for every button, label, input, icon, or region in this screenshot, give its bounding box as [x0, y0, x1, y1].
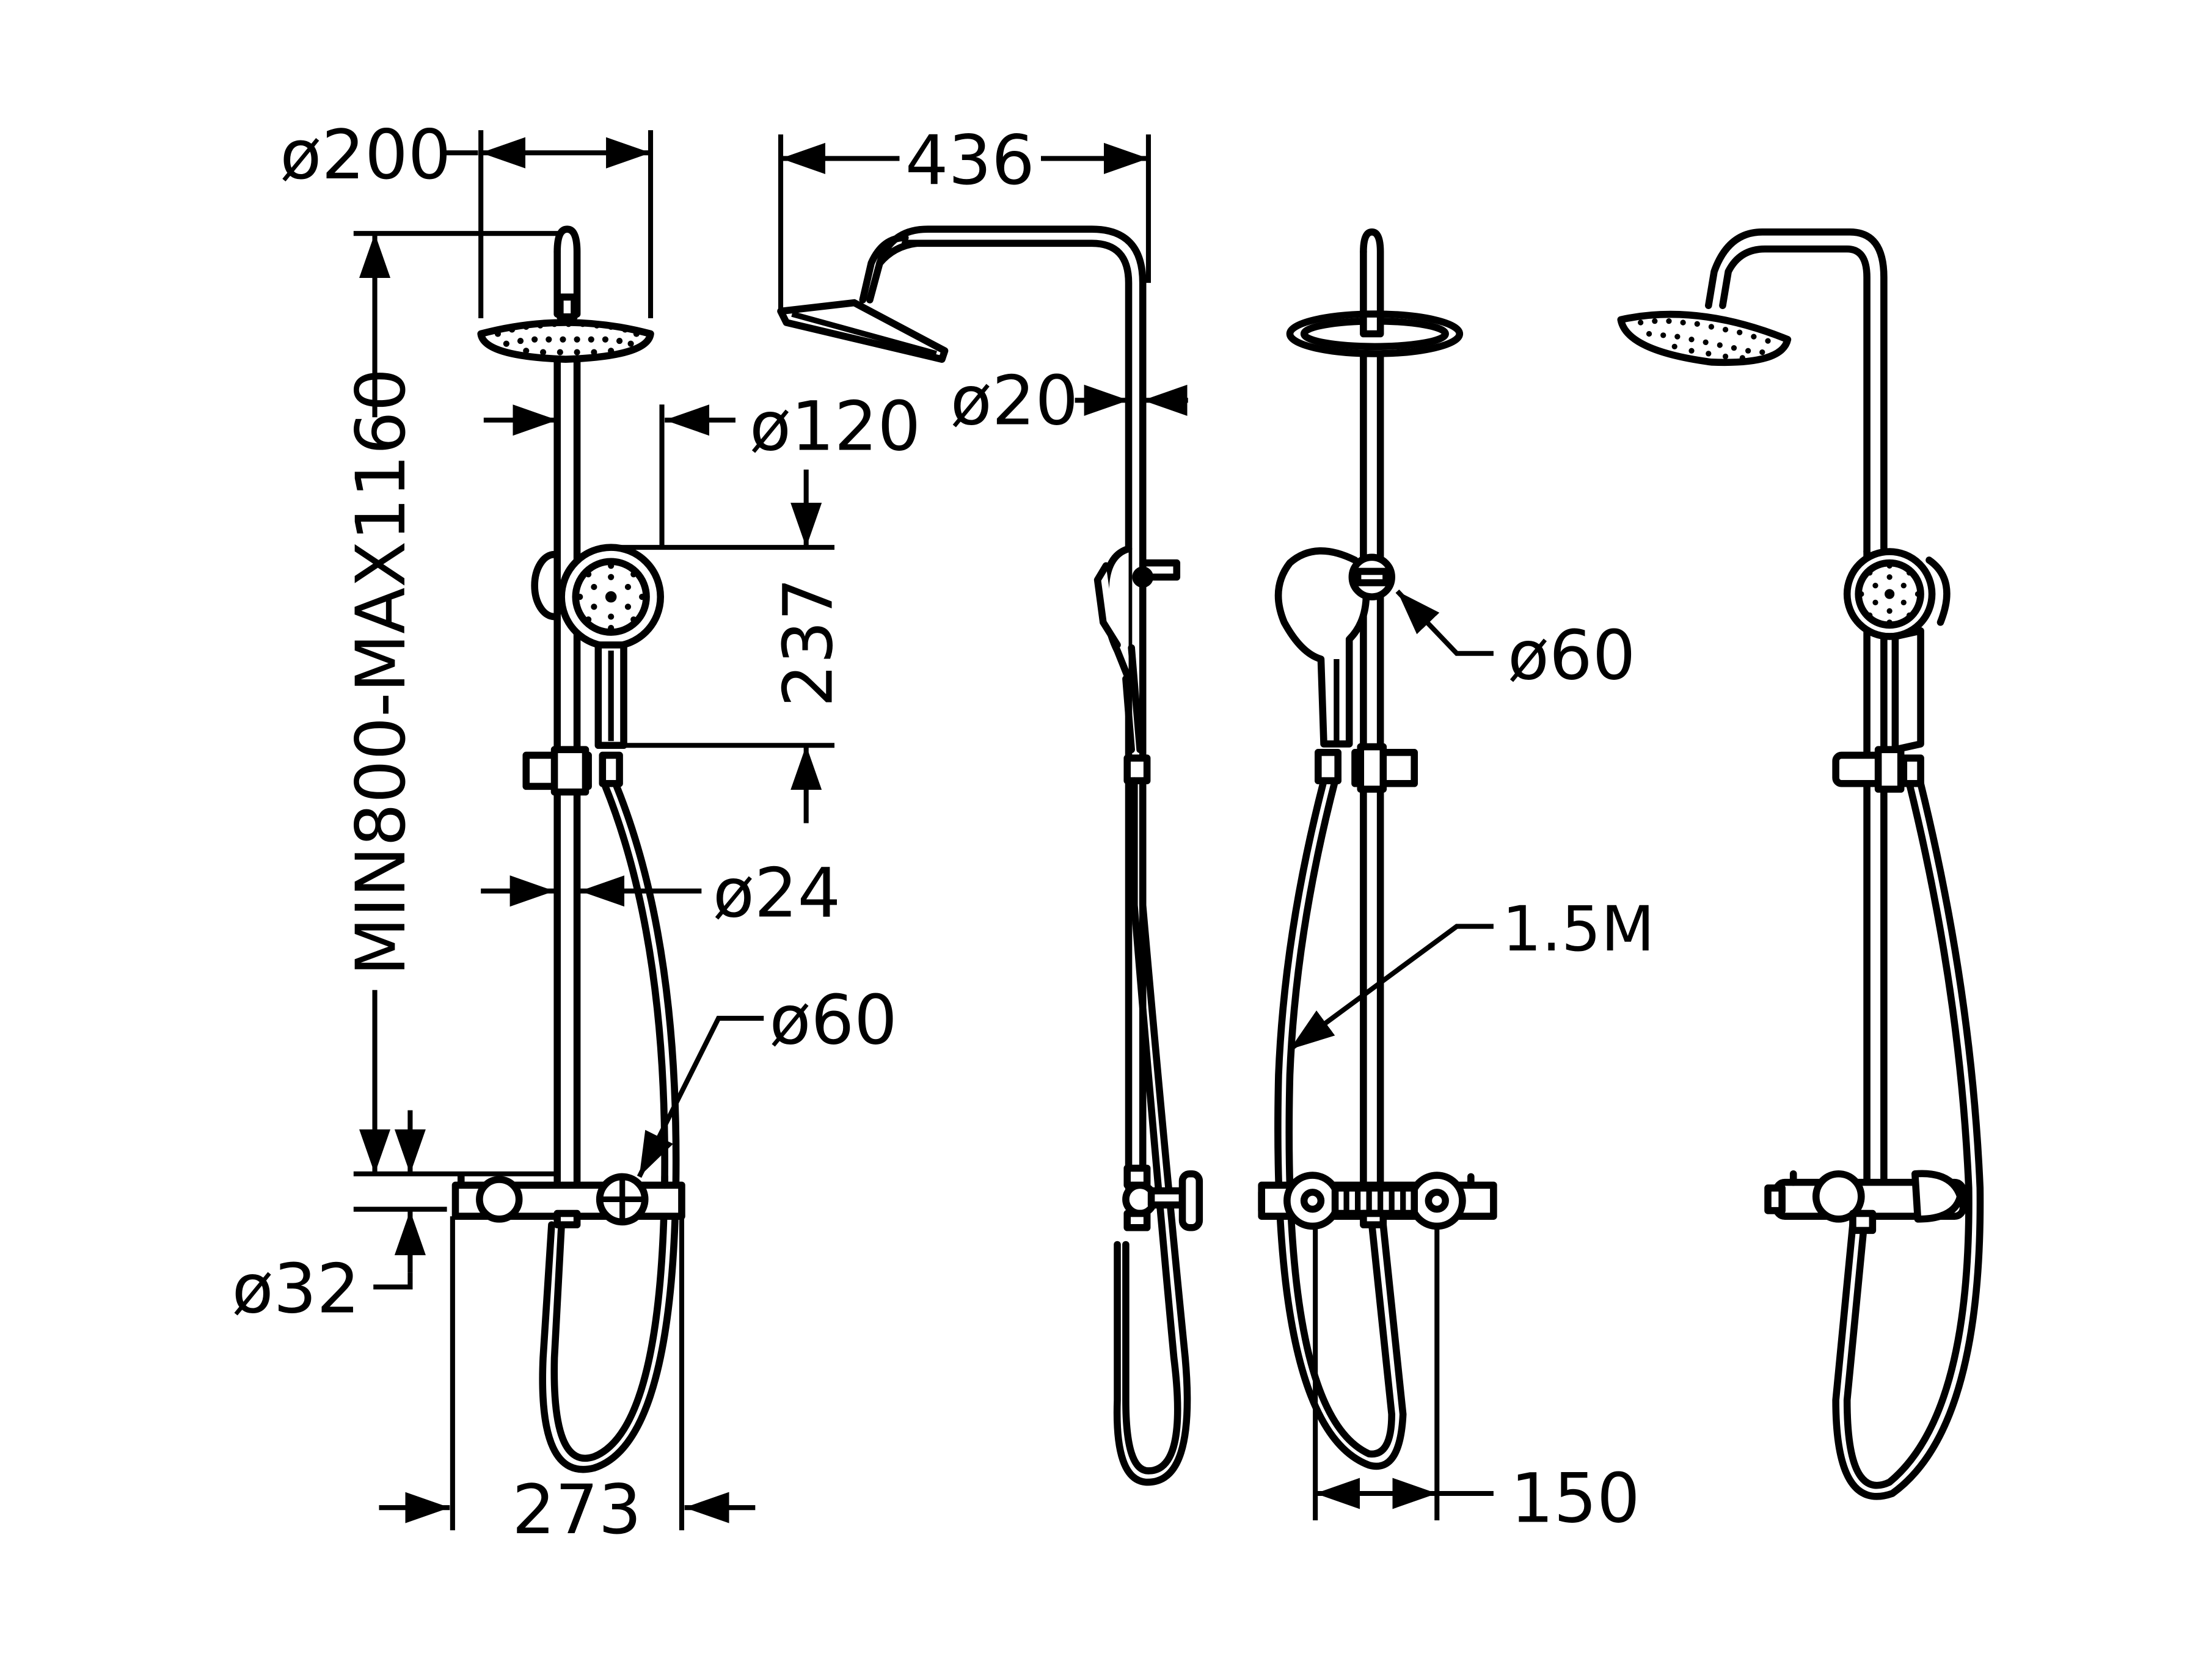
- label-valve-diameter-front: ø60: [769, 982, 897, 1060]
- hand-shower-nozzles: [577, 563, 646, 632]
- label-head-diameter: ø200: [280, 116, 451, 195]
- label-arm-length: 436: [905, 122, 1035, 200]
- rear-view: [1258, 228, 1497, 1470]
- label-rail-height-range: MIN800-MAX1160: [342, 368, 421, 976]
- dimension-lines: [353, 130, 1494, 1531]
- side-view: [777, 225, 1203, 1486]
- label-hand-shower-height: 237: [769, 578, 848, 707]
- label-inlet-spacing: 150: [1511, 1459, 1640, 1538]
- front-view: [451, 225, 685, 1473]
- perspective-view: [1617, 228, 1984, 1500]
- rain-head-nozzles: [494, 321, 640, 356]
- iso-rain-head-nozzles: [1638, 318, 1771, 361]
- label-inlet-diameter: ø32: [232, 1250, 360, 1329]
- dimension-labels: ø200 436 ø20 ø120 237 MIN800-MAX1160 ø24…: [232, 116, 1655, 1550]
- label-mixer-width: 273: [512, 1471, 641, 1550]
- label-hose-length: 1.5M: [1502, 893, 1655, 966]
- label-hand-shower-diameter: ø120: [750, 387, 921, 466]
- label-pipe-diameter-lower: ø24: [713, 854, 841, 933]
- label-pipe-diameter-top: ø20: [951, 362, 1078, 441]
- label-valve-diameter-rear: ø60: [1508, 616, 1635, 695]
- iso-hand-shower-nozzles: [1858, 563, 1921, 625]
